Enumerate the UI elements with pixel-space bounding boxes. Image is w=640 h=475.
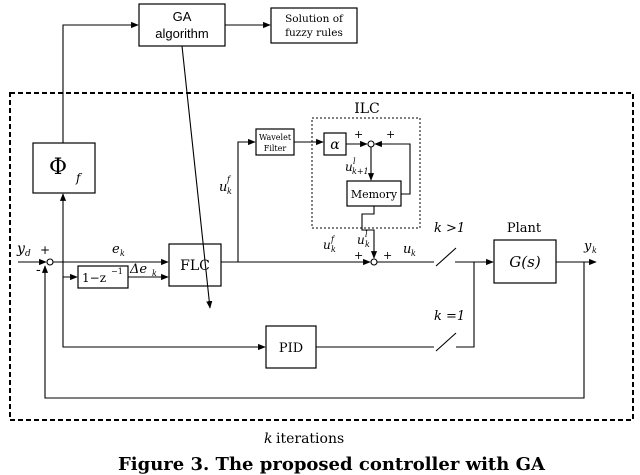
- uk-label: u: [403, 242, 411, 257]
- plant-block: [493, 239, 557, 284]
- ukf-superscript: f: [226, 175, 232, 184]
- solution-label-2: fuzzy rules: [285, 27, 343, 39]
- ukf-label: u: [219, 180, 227, 195]
- flc-to-wavelet-line: [237, 138, 256, 262]
- ukl-superscript: l: [365, 230, 368, 239]
- iterations-k: k: [264, 431, 272, 447]
- plant-transfer-function: G(s): [509, 253, 541, 271]
- solution-label-1: Solution of: [285, 13, 344, 25]
- uk1-label: u: [345, 160, 353, 174]
- switch-k-eq-1: [435, 332, 457, 352]
- plant-label: Plant: [507, 221, 542, 236]
- ilc-sum-junction: [367, 140, 375, 148]
- k-gt-1-label: k >1: [434, 221, 465, 236]
- sum-minus: -: [36, 262, 41, 278]
- yk-label: y: [583, 239, 592, 254]
- k-eq-1-label: k =1: [434, 309, 465, 324]
- alpha-sum-plus: +: [354, 128, 363, 141]
- memory-output-line: [361, 206, 378, 259]
- uk1-subscript: k+1: [352, 167, 369, 176]
- alpha-symbol: α: [330, 137, 340, 153]
- pid-feed-line: [62, 277, 266, 351]
- dek-subscript: k: [152, 269, 157, 278]
- input-sum-junction: [46, 258, 54, 266]
- wavelet-label-2: Filter: [264, 144, 287, 153]
- ukf2-superscript: f: [330, 235, 336, 244]
- delta-error-line: [62, 262, 78, 281]
- output-sum-plus-right: +: [383, 249, 392, 262]
- memory-block: [346, 180, 402, 207]
- phi-to-ga-line: [62, 21, 139, 143]
- wavelet-label-1: Wavelet: [259, 133, 292, 142]
- pid-label: PID: [279, 341, 303, 356]
- phi-f-block: [32, 142, 96, 194]
- difference-label: 1−z: [82, 271, 106, 285]
- yk-subscript: k: [592, 246, 597, 255]
- ga-label: GA: [173, 9, 192, 24]
- algorithm-label: algorithm: [155, 26, 208, 41]
- difference-superscript: −1: [111, 267, 123, 276]
- ek-subscript: k: [120, 249, 125, 258]
- iteration-boundary: [9, 92, 634, 421]
- phi-subscript: f: [75, 171, 83, 185]
- output-sum-junction: [370, 258, 378, 266]
- yd-subscript: d: [25, 249, 31, 259]
- ilc-label: ILC: [354, 101, 380, 117]
- flc-tuning-arrow: [181, 45, 213, 309]
- dek-label: Δe: [129, 262, 147, 277]
- phi-symbol: Φ: [49, 155, 67, 180]
- ilc-region: [311, 117, 421, 229]
- uk-subscript: k: [411, 249, 416, 258]
- wavelet-filter-block: [255, 128, 295, 156]
- flc-block: [168, 243, 222, 287]
- memory-feedback-line: [374, 140, 411, 195]
- figure-caption-area: Figure 3. The proposed controller with G…: [0, 440, 640, 475]
- output-sum-plus-left: +: [354, 249, 363, 262]
- main-feedback-line: [41, 262, 585, 399]
- ukf2-subscript: k: [331, 245, 336, 254]
- memory-label: Memory: [351, 188, 398, 201]
- pid-block: [265, 325, 317, 369]
- yd-label: y: [16, 241, 26, 257]
- ukf2-label: u: [323, 238, 331, 252]
- sum-plus: +: [40, 243, 50, 257]
- feedback-sum-plus: +: [386, 128, 395, 141]
- pid-switch-to-plant: [456, 262, 475, 348]
- ukl-subscript: k: [365, 240, 370, 249]
- ukf-subscript: k: [227, 187, 232, 196]
- iterations-word: iterations: [276, 431, 344, 447]
- flc-label: FLC: [180, 258, 210, 274]
- switch-k-gt-1: [435, 247, 457, 267]
- ek-label: e: [112, 242, 120, 257]
- uk1-superscript: l: [353, 157, 356, 166]
- solution-block: [270, 7, 358, 44]
- figure-caption: Figure 3. The proposed controller with G…: [118, 454, 545, 475]
- ukl-label: u: [357, 233, 365, 247]
